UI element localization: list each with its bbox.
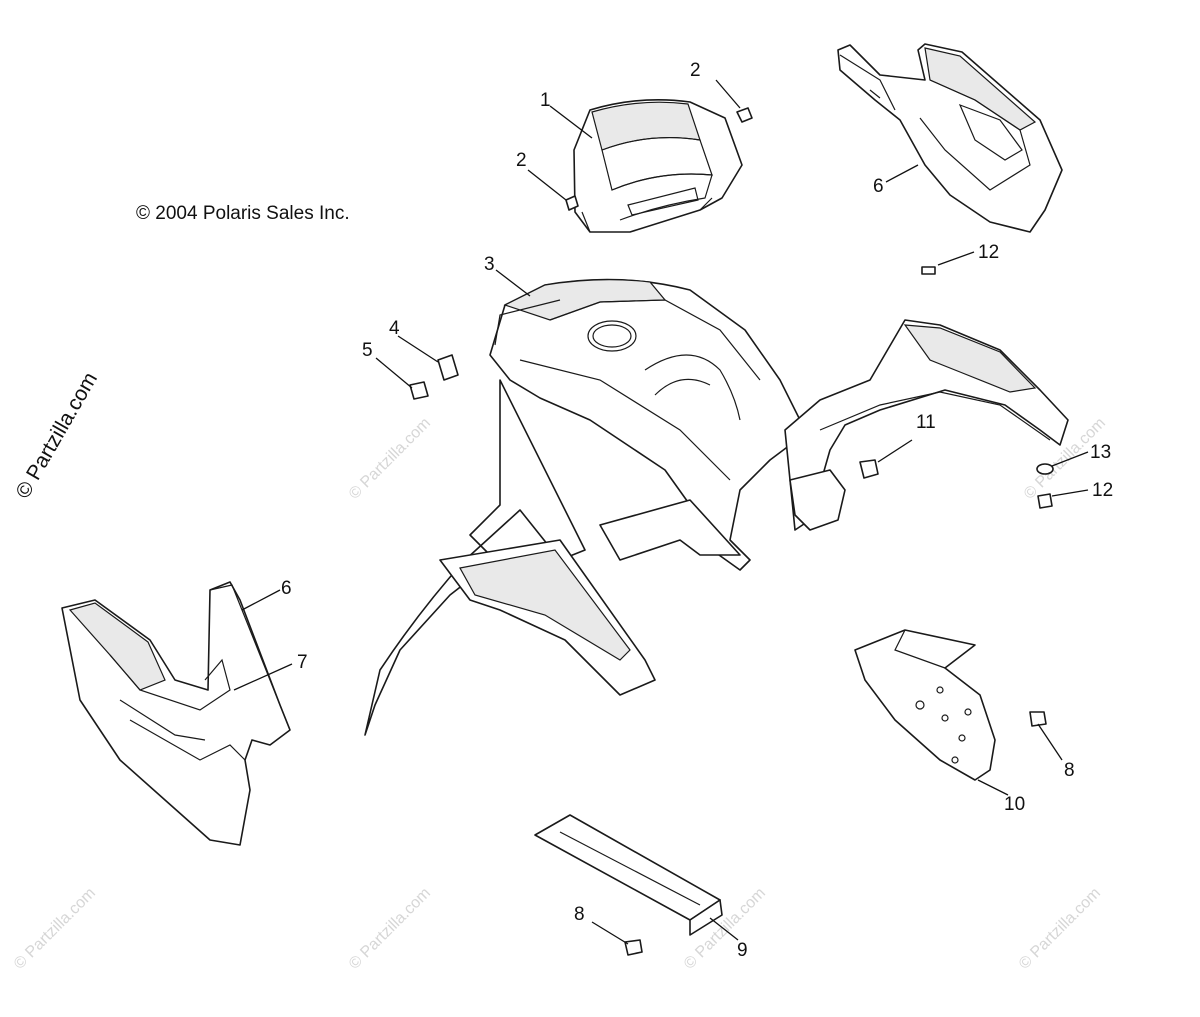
callout-6-top: 6 [873, 176, 884, 197]
callout-9: 9 [737, 940, 748, 961]
callout-4: 4 [389, 318, 400, 339]
watermark: © Partzilla.com [1016, 885, 1104, 973]
side-watermark: © Partzilla.com [11, 368, 102, 502]
watermark: © Partzilla.com [11, 885, 99, 973]
callout-8-right: 8 [1064, 760, 1075, 781]
part-3-right-bar[interactable] [784, 319, 1069, 531]
fasteners [409, 107, 1054, 956]
fastener-12-right [1037, 493, 1053, 509]
fastener-4 [437, 354, 459, 381]
fastener-2-top [736, 107, 753, 123]
callout-13: 13 [1090, 442, 1111, 463]
callout-6-left: 6 [281, 578, 292, 599]
fastener-2-left [565, 195, 579, 211]
callout-5: 5 [362, 340, 373, 361]
fastener-13 [1036, 463, 1054, 475]
callout-12-top: 12 [978, 242, 999, 263]
watermark: © Partzilla.com [346, 415, 434, 503]
callout-12-right: 12 [1092, 480, 1113, 501]
fastener-8-bottom [624, 939, 643, 956]
fastener-11 [859, 459, 879, 479]
part-3-front-fender[interactable] [489, 278, 801, 571]
copyright-text: © 2004 Polaris Sales Inc. [136, 203, 350, 224]
part-1-headlight-cover[interactable] [573, 99, 743, 233]
callout-8-bottom: 8 [574, 904, 585, 925]
part-9-bracket[interactable] [534, 814, 723, 936]
callout-10: 10 [1004, 794, 1025, 815]
callout-labels: 1 2 2 3 4 5 6 6 7 8 8 9 10 11 12 12 13 [281, 60, 1113, 961]
callout-2-left: 2 [516, 150, 527, 171]
callout-11: 11 [916, 412, 936, 433]
callout-1: 1 [540, 90, 551, 111]
fastener-5 [409, 381, 429, 400]
callout-7: 7 [297, 652, 308, 673]
leader-lines [233, 79, 1089, 945]
part-3-lower-fender[interactable] [364, 379, 741, 736]
part-6-lower-side-panel[interactable] [61, 581, 291, 846]
callout-2-top: 2 [690, 60, 701, 81]
fastener-12-top [921, 266, 936, 275]
watermark: © Partzilla.com [346, 885, 434, 973]
part-6-top-side-panel[interactable] [837, 43, 1063, 233]
fastener-8-right [1029, 711, 1047, 727]
callout-3: 3 [484, 254, 495, 275]
part-10-heat-shield[interactable] [854, 629, 996, 781]
